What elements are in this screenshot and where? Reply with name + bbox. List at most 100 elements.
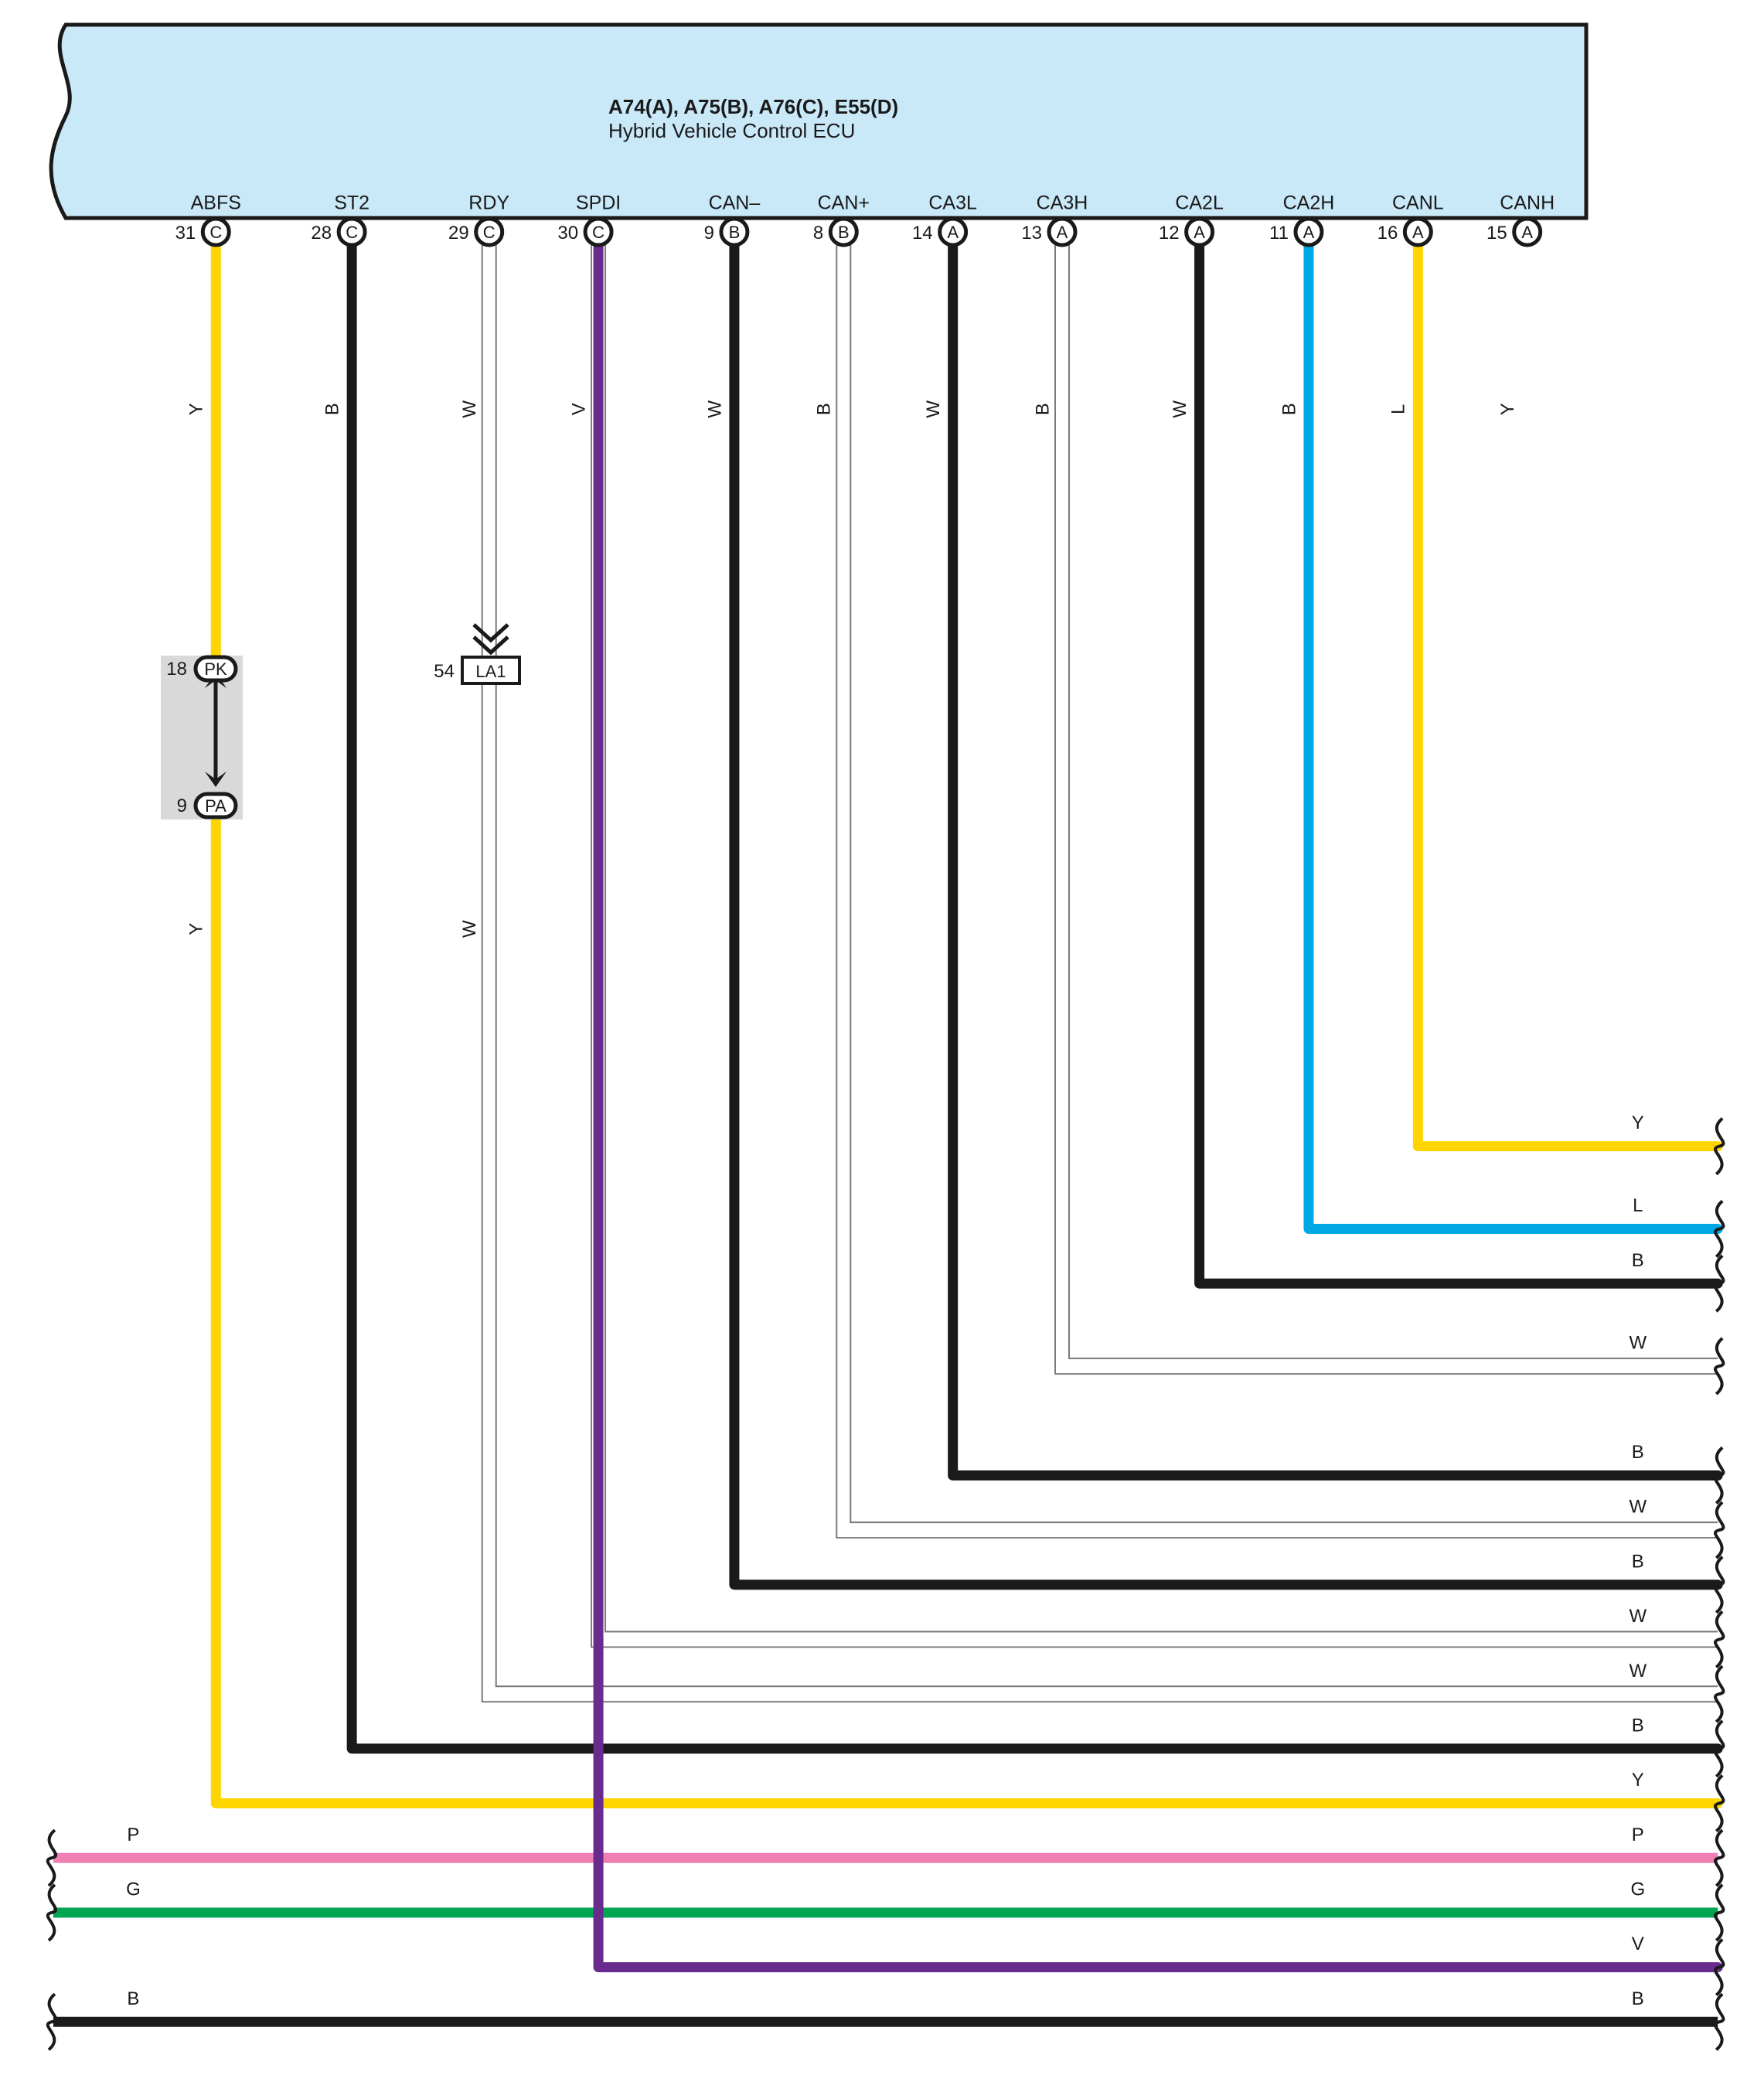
run-label-right: B (1632, 1988, 1644, 2009)
break-squiggle-right (1714, 1719, 1725, 1778)
signal-can-minus: CAN– (709, 193, 761, 214)
connector-letter: A (1521, 223, 1533, 242)
arrow-down-icon (205, 772, 226, 787)
pin-number: 16 (1377, 223, 1398, 244)
wire-color-label: B (814, 403, 835, 415)
connector-pk (193, 655, 238, 683)
connector-letter: C (483, 223, 495, 242)
signal-rdy: RDY (468, 193, 509, 214)
wire-can-minus (729, 237, 1723, 1590)
pin-circle (474, 216, 505, 247)
break-squiggle-right (1714, 1555, 1725, 1614)
signal-abfs: ABFS (191, 193, 241, 214)
run-label-right: G (1630, 1879, 1645, 1900)
break-squiggle-right (1714, 1664, 1725, 1723)
connector-la1-pin: 54 (434, 661, 455, 682)
wire-ca3h-outline-a (1054, 242, 1718, 1375)
wire-canl (1412, 237, 1723, 1152)
wire-rdy-outline-b (495, 242, 1718, 1688)
connector-pa-code: PA (205, 796, 226, 816)
run-label: W (1629, 1497, 1647, 1518)
ecu-title: A74(A), A75(B), A76(C), E55(D) (608, 95, 898, 118)
pin-circle (1047, 216, 1078, 247)
run-label: B (1632, 1250, 1644, 1271)
run-label-left: G (126, 1879, 141, 1900)
signal-canh: CANH (1500, 193, 1555, 214)
pin-circle (1293, 216, 1324, 247)
connector-letter: C (346, 223, 358, 242)
break-squiggle-right (1714, 1199, 1725, 1259)
wire-color-label: V (568, 403, 589, 415)
connector-pa (193, 792, 238, 819)
pin-number: 9 (704, 223, 714, 244)
wire-ca2l (1194, 237, 1723, 1289)
junction-shade (161, 656, 243, 819)
pin-circle (1184, 216, 1215, 247)
wire-color-label: W (704, 400, 725, 418)
pin-number: 12 (1159, 223, 1180, 244)
connector-pk-code: PK (204, 659, 227, 679)
wire-color-label: W (459, 400, 480, 418)
connector-letter: A (1057, 223, 1068, 242)
pin-circle (200, 216, 231, 247)
chevron-down-icon (472, 623, 509, 643)
break-squiggle-right (1714, 1117, 1725, 1176)
run-label-right: V (1632, 1934, 1644, 1954)
run-label-left: B (127, 1988, 139, 2009)
connector-letter: A (947, 223, 959, 242)
break-squiggle-right (1714, 1883, 1725, 1942)
run-label: Y (1632, 1770, 1644, 1790)
signal-spdi: SPDI (576, 193, 621, 214)
pin-number: 14 (912, 223, 933, 244)
break-squiggle-right (1714, 1992, 1725, 2051)
run-label: W (1629, 1333, 1647, 1354)
pin-number: 15 (1486, 223, 1507, 244)
wire-ca2h (1303, 237, 1723, 1235)
wire-color-label: B (322, 403, 342, 415)
break-squiggle-left (46, 1828, 58, 1887)
connector-letter: A (1194, 223, 1205, 242)
pin-number: 28 (311, 223, 332, 244)
signal-ca2h: CA2H (1283, 193, 1335, 214)
wire-spdi (593, 237, 1723, 1973)
pin-number: 8 (813, 223, 823, 244)
connector-pa-pin: 9 (177, 796, 187, 816)
ecu-box (49, 22, 1589, 220)
break-squiggle-right (1714, 1501, 1725, 1559)
wire-spdi-outline-b (604, 242, 1718, 1633)
wire-color-label-lower: Y (186, 923, 207, 935)
break-squiggle-right (1714, 1774, 1725, 1833)
run-label: B (1632, 1715, 1644, 1736)
pin-number: 13 (1021, 223, 1042, 244)
signal-st2: ST2 (334, 193, 369, 214)
wire-ca3h-outline-b (1068, 242, 1718, 1360)
wire-color-label: Y (186, 403, 207, 415)
break-squiggle-left (46, 1992, 58, 2051)
wire-color-label: L (1388, 404, 1409, 414)
wire-abfs (210, 237, 1723, 1809)
connector-letter: A (1303, 223, 1315, 242)
break-squiggle-right (1714, 1446, 1725, 1505)
wire-st2 (346, 237, 1723, 1754)
break-squiggle-right (1714, 1337, 1725, 1395)
pin-number: 29 (448, 223, 469, 244)
run-label: L (1633, 1195, 1643, 1216)
wire-color-label: Y (1497, 403, 1518, 415)
connector-la1-box (461, 656, 521, 685)
wire-ca3l (948, 237, 1723, 1480)
junction-pk-pa: PK 18 PA 9 (161, 655, 243, 819)
connector-la1: LA1 54 (434, 623, 521, 685)
signal-ca3h: CA3H (1037, 193, 1088, 214)
break-squiggle-left (46, 1883, 58, 1942)
connector-pk-pin: 18 (166, 659, 187, 680)
wire-spdi-outline-a (591, 242, 1718, 1648)
pin-circle (1512, 216, 1543, 247)
pin-circle (719, 216, 750, 247)
connector-letter: C (592, 223, 604, 242)
wire-can-plus-outline-b (850, 242, 1718, 1524)
pin-circle (938, 216, 969, 247)
pin-number: 30 (557, 223, 578, 244)
pin-circle (1402, 216, 1433, 247)
signal-ca2l: CA2L (1175, 193, 1224, 214)
